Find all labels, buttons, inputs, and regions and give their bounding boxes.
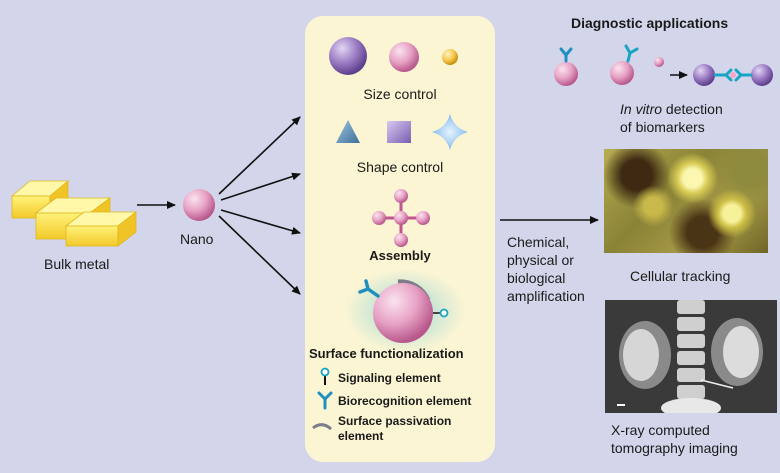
passivation-element-icon bbox=[312, 423, 332, 431]
gold-bar-icon bbox=[10, 180, 138, 247]
size-control-label: Size control bbox=[363, 86, 437, 102]
amplification-line: Chemical, bbox=[507, 234, 570, 250]
xray-label-line2: tomography imaging bbox=[611, 440, 738, 456]
bulk-metal-label: Bulk metal bbox=[44, 256, 110, 272]
antibody-icon bbox=[317, 391, 333, 410]
assembly-label: Assembly bbox=[369, 248, 431, 263]
legend-signaling-label: Signaling element bbox=[338, 371, 441, 385]
nanoparticle-icon bbox=[183, 189, 215, 221]
assembly-structure bbox=[372, 189, 430, 247]
xray-ct-image bbox=[605, 300, 777, 413]
fan-out-arrows bbox=[218, 116, 301, 295]
in-vitro-label-line2: of biomarkers bbox=[620, 119, 705, 135]
cellular-tracking-label: Cellular tracking bbox=[630, 268, 731, 284]
legend-passivation-label: Surface passivation element bbox=[338, 414, 452, 443]
diagnostic-illustration bbox=[554, 44, 773, 86]
nano-label: Nano bbox=[180, 231, 214, 247]
signaling-element-icon bbox=[320, 367, 330, 385]
amplification-line: physical or bbox=[507, 252, 574, 268]
in-vitro-italic: In vitro bbox=[620, 101, 663, 117]
in-vitro-label-line1: In vitro detection bbox=[620, 101, 723, 118]
xray-label-line1: X-ray computed bbox=[611, 422, 710, 438]
amplification-line: biological bbox=[507, 270, 566, 286]
cellular-tracking-image bbox=[604, 149, 768, 253]
in-vitro-detection: detection bbox=[665, 101, 723, 117]
functionalized-particle bbox=[345, 269, 465, 353]
shape-control-label: Shape control bbox=[356, 159, 444, 175]
surface-functionalization-title: Surface functionalization bbox=[309, 346, 464, 361]
amplification-text: Chemical, physical or biological amplifi… bbox=[507, 233, 585, 305]
amplification-line: amplification bbox=[507, 288, 585, 304]
diagnostic-applications-title: Diagnostic applications bbox=[571, 15, 729, 31]
legend-biorecognition-label: Biorecognition element bbox=[338, 394, 472, 408]
size-control-spheres bbox=[329, 37, 458, 75]
shape-control-shapes bbox=[336, 114, 468, 150]
